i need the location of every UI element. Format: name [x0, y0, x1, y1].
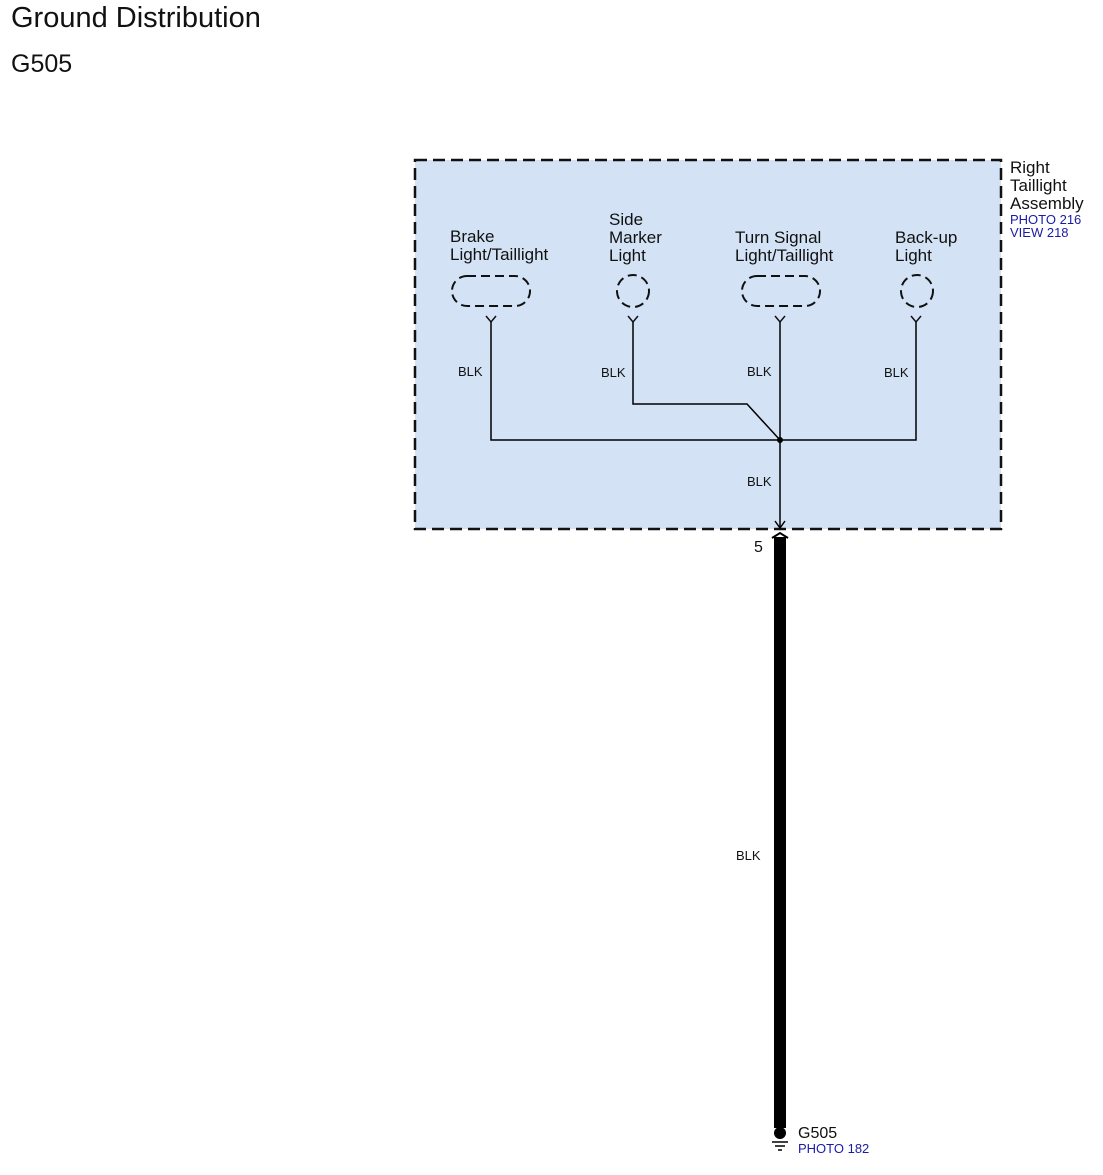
brake-light-label-1: Brake	[450, 227, 494, 246]
connector-arrow-icon	[774, 520, 786, 530]
turn-signal-label-2: Light/Taillight	[735, 246, 834, 265]
assembly-box	[413, 158, 1003, 531]
ground-icon	[772, 1127, 788, 1151]
side-marker-label-1: Side	[609, 210, 643, 229]
turn-signal-label-1: Turn Signal	[735, 228, 821, 247]
assembly-name-line-2: Taillight	[1010, 176, 1067, 195]
ground-photo-link[interactable]: PHOTO 182	[798, 1141, 869, 1156]
assembly-name-line-3: Assembly	[1010, 194, 1084, 213]
backup-light-bulb-icon	[900, 274, 934, 308]
backup-light-label-1: Back-up	[895, 228, 957, 247]
brake-light-bulb-icon	[451, 275, 531, 307]
brake-light-label-2: Light/Taillight	[450, 245, 549, 264]
assembly-name-line-1: Right	[1010, 158, 1050, 177]
brake-light-wire-color: BLK	[458, 364, 483, 379]
side-marker-label-3: Light	[609, 246, 646, 265]
connector-pin-icon	[771, 531, 789, 539]
page-subtitle: G505	[11, 50, 73, 78]
backup-light-label-2: Light	[895, 246, 932, 265]
brake-light-wire	[490, 322, 780, 441]
backup-light-wire-color: BLK	[884, 365, 909, 380]
turn-signal-bulb-icon	[741, 275, 821, 307]
turn-signal-wire-color: BLK	[747, 364, 772, 379]
page-title: Ground Distribution	[11, 2, 261, 34]
connector-pin-number: 5	[754, 539, 763, 556]
side-marker-label-2: Marker	[609, 228, 662, 247]
backup-light-wire	[780, 322, 917, 441]
harness-wire-color: BLK	[736, 848, 761, 863]
side-marker-wire-color: BLK	[601, 365, 626, 380]
assembly-photo-link[interactable]: PHOTO 216	[1010, 212, 1081, 227]
side-marker-bulb-icon	[616, 274, 650, 308]
splice-point	[777, 437, 783, 443]
ground-name: G505	[798, 1125, 837, 1142]
side-marker-wire	[632, 322, 781, 441]
assembly-view-link[interactable]: VIEW 218	[1010, 225, 1069, 240]
trunk-wire-color: BLK	[747, 474, 772, 489]
